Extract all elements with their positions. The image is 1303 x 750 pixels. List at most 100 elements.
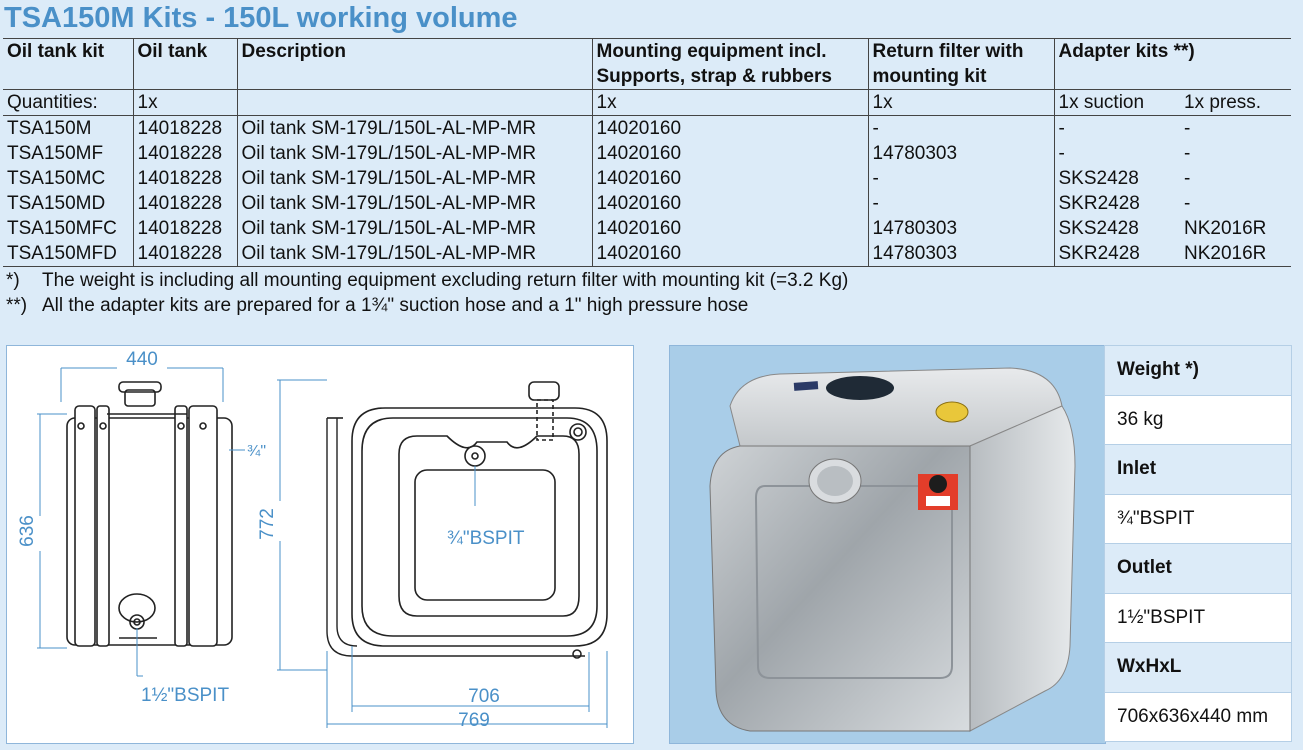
cell-suction: - bbox=[1053, 115, 1180, 141]
footnote-text: All the adapter kits are prepared for a … bbox=[42, 295, 749, 316]
tank-photo bbox=[669, 345, 1106, 744]
table-header-row: Oil tank kit Oil tank Description Mounti… bbox=[3, 38, 1292, 90]
spec-table: Weight *) 36 kg Inlet ¾"BSPIT Outlet 1½"… bbox=[1104, 345, 1292, 742]
technical-drawing: 440 636 ¾" 1½"BSPIT bbox=[17, 349, 608, 731]
oil-tank-illustration bbox=[709, 367, 1076, 732]
cell-press: NK2016R bbox=[1184, 218, 1267, 239]
header-mounting-equipment: Mounting equipment incl.Supports, strap … bbox=[591, 38, 868, 90]
qty-label: Quantities: bbox=[3, 89, 133, 116]
cell-desc: Oil tank SM-179L/150L-AL-MP-MR bbox=[236, 241, 592, 267]
spec-dimensions-label: WxHxL bbox=[1104, 642, 1292, 693]
table-row: TSA150MD 14018228 Oil tank SM-179L/150L-… bbox=[3, 191, 1291, 216]
page-title: TSA150M Kits - 150L working volume bbox=[4, 2, 518, 34]
dim-width: 440 bbox=[126, 349, 158, 370]
cell-return: 14780303 bbox=[867, 241, 1054, 267]
cell-tank: 14018228 bbox=[132, 241, 237, 267]
qty-mount: 1x bbox=[591, 89, 868, 116]
dim-depth-769: 769 bbox=[458, 710, 490, 731]
cell-desc: Oil tank SM-179L/150L-AL-MP-MR bbox=[236, 216, 592, 241]
cell-mount: 14020160 bbox=[591, 216, 868, 241]
spec-inlet-value: ¾"BSPIT bbox=[1104, 493, 1292, 544]
dim-depth-706: 706 bbox=[468, 686, 500, 707]
cell-suction: - bbox=[1053, 141, 1180, 166]
cell-desc: Oil tank SM-179L/150L-AL-MP-MR bbox=[236, 191, 592, 216]
footnote-text: The weight is including all mounting equ… bbox=[42, 270, 849, 291]
cell-press: - bbox=[1184, 143, 1191, 164]
cell-suction: SKR2428 bbox=[1053, 191, 1180, 216]
spec-row-value: 36 kg bbox=[1104, 394, 1292, 445]
table-row: TSA150M 14018228 Oil tank SM-179L/150L-A… bbox=[3, 115, 1291, 141]
cell-press: - bbox=[1184, 118, 1191, 139]
cell-tank: 14018228 bbox=[132, 141, 237, 166]
cell-kit: TSA150MF bbox=[7, 143, 104, 164]
spec-inlet-label: Inlet bbox=[1104, 444, 1292, 495]
cell-suction: SKS2428 bbox=[1053, 166, 1180, 191]
cell-return: 14780303 bbox=[867, 141, 1054, 166]
cell-press: NK2016R bbox=[1180, 241, 1292, 267]
cell-kit: TSA150MC bbox=[7, 168, 106, 189]
cell-desc: Oil tank SM-179L/150L-AL-MP-MR bbox=[236, 141, 592, 166]
cell-tank: 14018228 bbox=[132, 191, 237, 216]
spec-dimensions-value: 706x636x440 mm bbox=[1104, 691, 1292, 742]
spec-row-label: Inlet bbox=[1104, 444, 1292, 495]
table-row: TSA150MF 14018228 Oil tank SM-179L/150L-… bbox=[3, 141, 1291, 166]
qty-suction: 1x suction bbox=[1053, 89, 1180, 116]
cell-tank: 14018228 bbox=[132, 166, 237, 191]
cell-suction: SKR2428 bbox=[1053, 241, 1180, 267]
cell-tank: 14018228 bbox=[132, 115, 237, 141]
qty-return: 1x bbox=[867, 89, 1054, 116]
table-row: TSA150MC 14018228 Oil tank SM-179L/150L-… bbox=[3, 166, 1291, 191]
side-view-drawing bbox=[326, 381, 608, 659]
header-return-line2: mounting kit bbox=[872, 66, 987, 87]
footnotes: *) The weight is including all mounting e… bbox=[6, 268, 848, 318]
spec-outlet-value: 1½"BSPIT bbox=[1104, 592, 1292, 643]
dim-outlet: 1½"BSPIT bbox=[141, 685, 229, 706]
footnote-mark: *) bbox=[6, 270, 20, 291]
spec-weight-value: 36 kg bbox=[1104, 394, 1292, 445]
footnote-adapter: **) All the adapter kits are prepared for… bbox=[6, 293, 848, 318]
cell-mount: 14020160 bbox=[591, 191, 868, 216]
cell-press: - bbox=[1184, 168, 1191, 189]
header-return-line1: Return filter with bbox=[872, 41, 1024, 62]
cell-desc: Oil tank SM-179L/150L-AL-MP-MR bbox=[236, 115, 592, 141]
spec-row-value: 706x636x440 mm bbox=[1104, 691, 1292, 742]
cell-return: - bbox=[867, 191, 1054, 216]
spec-weight-label: Weight *) bbox=[1104, 345, 1292, 396]
qty-desc bbox=[236, 89, 592, 116]
cell-return: 14780303 bbox=[867, 216, 1054, 241]
cell-mount: 14020160 bbox=[591, 241, 868, 267]
spec-row-label: Outlet bbox=[1104, 543, 1292, 594]
kits-table: Oil tank kit Oil tank Description Mounti… bbox=[3, 38, 1292, 267]
cell-mount: 14020160 bbox=[591, 141, 868, 166]
cell-mount: 14020160 bbox=[591, 115, 868, 141]
cell-desc: Oil tank SM-179L/150L-AL-MP-MR bbox=[236, 166, 592, 191]
cell-press: - bbox=[1184, 193, 1191, 214]
dim-side-port: ¾" bbox=[247, 443, 266, 460]
dim-height-right: 772 bbox=[257, 508, 278, 540]
cell-kit: TSA150MFC bbox=[7, 218, 117, 239]
spec-row-value: ¾"BSPIT bbox=[1104, 493, 1292, 544]
cell-kit: TSA150M bbox=[7, 118, 92, 139]
technical-drawing-panel: 440 636 ¾" 1½"BSPIT bbox=[6, 345, 634, 744]
header-oil-tank-kit: Oil tank kit bbox=[7, 41, 105, 62]
header-mounting-line1: Mounting equipment incl. bbox=[596, 41, 827, 62]
quantities-row: Quantities: 1x 1x 1x 1x suction 1x press… bbox=[3, 89, 1292, 116]
header-description: Description bbox=[236, 38, 592, 90]
table-row: TSA150MFC 14018228 Oil tank SM-179L/150L… bbox=[3, 216, 1291, 241]
header-return-filter: Return filter with mounting kit bbox=[867, 38, 1054, 90]
cell-tank: 14018228 bbox=[132, 216, 237, 241]
dim-height-left: 636 bbox=[17, 515, 38, 547]
footnote-mark: **) bbox=[6, 295, 28, 316]
qty-press: 1x press. bbox=[1180, 89, 1292, 116]
header-adapter-kits: Adapter kits **) bbox=[1053, 38, 1292, 90]
cell-return: - bbox=[867, 115, 1054, 141]
cell-suction: SKS2428 bbox=[1053, 216, 1180, 241]
header-oil-tank: Oil tank bbox=[132, 38, 237, 90]
spec-outlet-label: Outlet bbox=[1104, 543, 1292, 594]
cell-mount: 14020160 bbox=[591, 166, 868, 191]
spec-row-label: Weight *) bbox=[1104, 345, 1292, 396]
spec-row-label: WxHxL bbox=[1104, 642, 1292, 693]
dim-inlet: ¾"BSPIT bbox=[447, 528, 525, 549]
spec-row-value: 1½"BSPIT bbox=[1104, 592, 1292, 643]
front-view-drawing bbox=[66, 381, 233, 647]
